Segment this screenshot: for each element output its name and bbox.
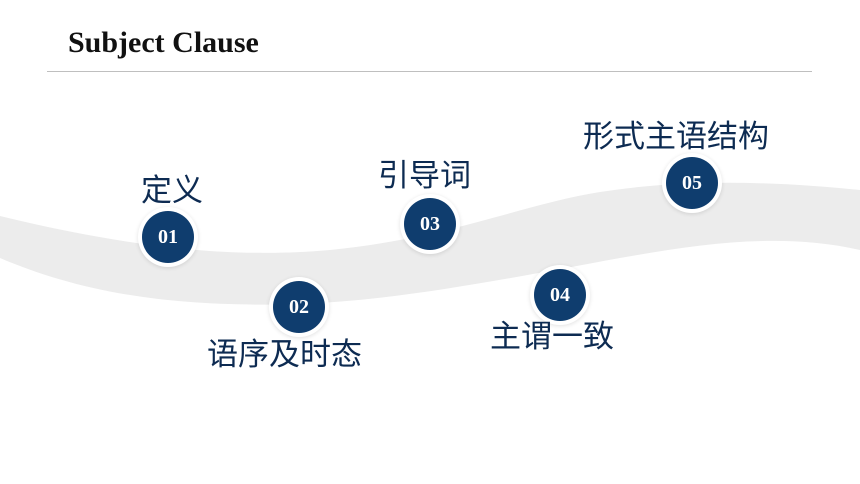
step-label-05: 形式主语结构 bbox=[583, 119, 769, 155]
title-divider bbox=[47, 71, 812, 72]
step-node-03[interactable]: 03 bbox=[400, 194, 460, 254]
step-label-04: 主谓一致 bbox=[490, 319, 614, 355]
step-label-02: 语序及时态 bbox=[207, 337, 362, 373]
step-number-05: 05 bbox=[666, 157, 718, 209]
step-node-05[interactable]: 05 bbox=[662, 153, 722, 213]
slide-title: Subject Clause bbox=[68, 26, 259, 59]
step-number-03: 03 bbox=[404, 198, 456, 250]
step-label-03: 引导词 bbox=[378, 158, 471, 194]
step-number-02: 02 bbox=[273, 281, 325, 333]
step-number-01: 01 bbox=[142, 211, 194, 263]
step-node-01[interactable]: 01 bbox=[138, 207, 198, 267]
step-label-01: 定义 bbox=[141, 173, 203, 209]
step-node-02[interactable]: 02 bbox=[269, 277, 329, 337]
step-number-04: 04 bbox=[534, 269, 586, 321]
step-node-04[interactable]: 04 bbox=[530, 265, 590, 325]
